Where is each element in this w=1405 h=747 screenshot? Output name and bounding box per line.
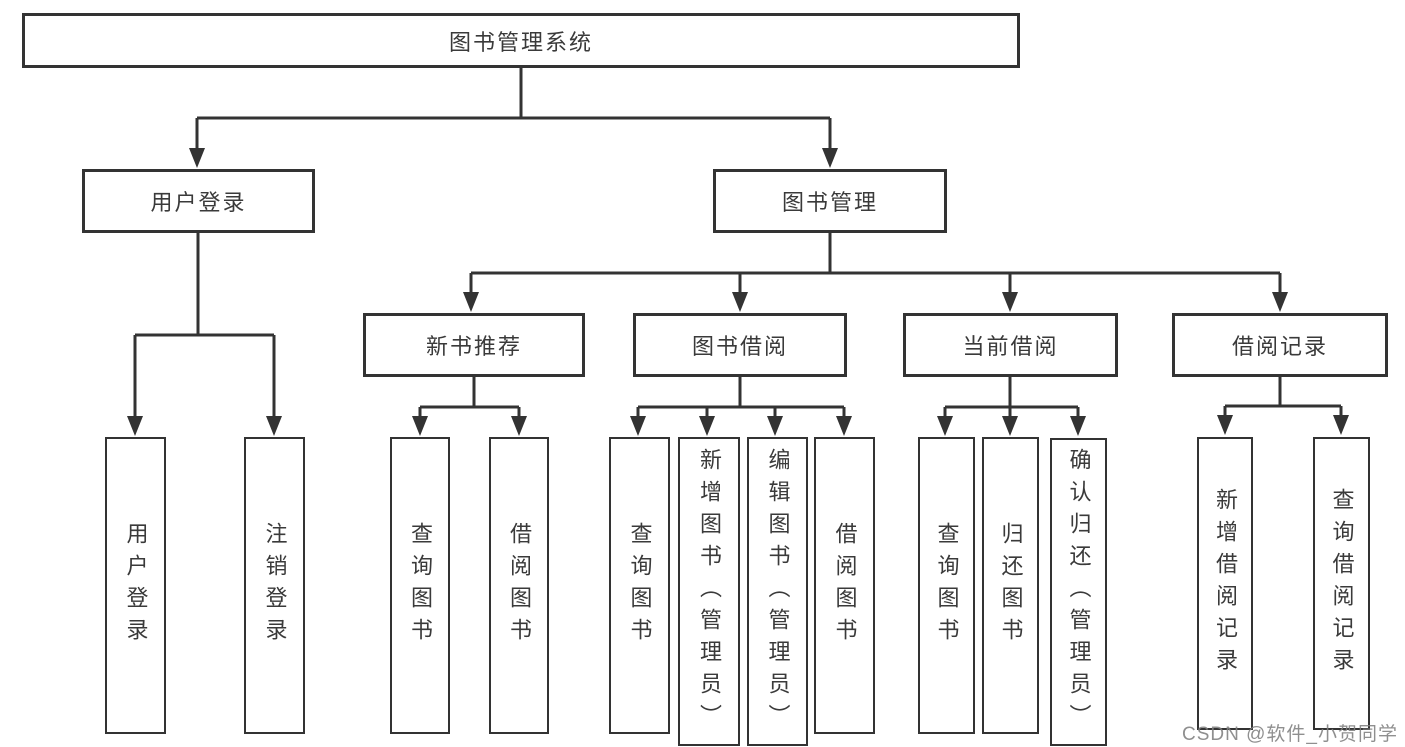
node-leaf-query-book-b-label: 查询图书 (627, 521, 653, 650)
connector-borrow-records (1217, 377, 1349, 435)
node-leaf-add-borrow-record-label: 新增借阅记录 (1213, 487, 1238, 680)
node-leaf-query-borrow-record: 查询借阅记录 (1313, 437, 1370, 730)
node-leaf-return-book-label: 归还图书 (998, 521, 1024, 650)
node-book-borrowing-label: 图书借阅 (691, 334, 788, 359)
node-leaf-query-book-b: 查询图书 (609, 437, 670, 734)
node-user-login-label: 用户登录 (150, 190, 247, 215)
connector-book-borrow (630, 377, 852, 436)
node-leaf-query-book-c-label: 查询图书 (934, 521, 960, 650)
csdn-watermark: CSDN @软件_小贺同学 (1182, 724, 1398, 745)
node-new-book-recommend: 新书推荐 (363, 313, 585, 377)
connector-new-book (412, 377, 527, 436)
node-leaf-add-book-admin-label: 新增图书（管理员） (697, 447, 722, 736)
node-leaf-query-book-a-label: 查询图书 (408, 521, 433, 650)
node-leaf-query-borrow-record-label: 查询借阅记录 (1329, 487, 1355, 680)
connector-root (189, 68, 838, 168)
node-leaf-user-login: 用户登录 (105, 437, 166, 734)
node-borrowing-records: 借阅记录 (1172, 313, 1388, 377)
node-root: 图书管理系统 (22, 13, 1020, 68)
node-book-borrowing: 图书借阅 (633, 313, 847, 377)
node-leaf-borrow-book-a-label: 借阅图书 (507, 521, 532, 650)
node-current-borrowing-label: 当前借阅 (962, 334, 1059, 359)
node-user-login: 用户登录 (82, 169, 315, 233)
node-root-label: 图书管理系统 (448, 29, 593, 55)
node-leaf-query-book-c: 查询图书 (918, 437, 975, 734)
node-leaf-query-book-a: 查询图书 (390, 437, 450, 734)
node-current-borrowing: 当前借阅 (903, 313, 1118, 377)
node-leaf-borrow-book-a: 借阅图书 (489, 437, 549, 734)
node-leaf-confirm-return-admin-label: 确认归还（管理员） (1066, 448, 1092, 736)
node-book-management-label: 图书管理 (781, 190, 878, 215)
connector-book-mgmt (463, 233, 1288, 312)
node-leaf-confirm-return-admin: 确认归还（管理员） (1050, 438, 1107, 746)
node-leaf-user-login-label: 用户登录 (123, 521, 149, 650)
node-leaf-logout-label: 注销登录 (262, 521, 288, 650)
node-leaf-borrow-book-b: 借阅图书 (814, 437, 875, 734)
node-leaf-add-borrow-record: 新增借阅记录 (1197, 437, 1253, 730)
node-new-book-recommend-label: 新书推荐 (425, 334, 522, 359)
connector-current-borrow (937, 377, 1086, 436)
connector-user-login (127, 233, 282, 436)
node-leaf-borrow-book-b-label: 借阅图书 (832, 521, 858, 650)
node-leaf-add-book-admin: 新增图书（管理员） (678, 437, 740, 746)
node-leaf-logout: 注销登录 (244, 437, 305, 734)
node-leaf-edit-book-admin-label: 编辑图书（管理员） (765, 447, 791, 736)
node-leaf-return-book: 归还图书 (982, 437, 1039, 734)
node-book-management: 图书管理 (713, 169, 947, 233)
node-leaf-edit-book-admin: 编辑图书（管理员） (747, 437, 808, 746)
node-borrowing-records-label: 借阅记录 (1231, 334, 1328, 359)
